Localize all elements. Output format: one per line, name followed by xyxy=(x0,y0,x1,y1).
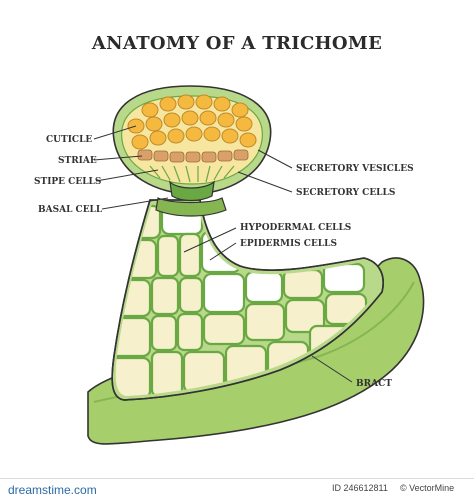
striae xyxy=(149,165,235,183)
secretory-cells xyxy=(137,149,249,163)
label-bract: BRACT xyxy=(356,379,392,389)
leader-lines xyxy=(93,125,353,383)
secretory-vesicles xyxy=(127,94,257,150)
label-secretory-cells: SECRETORY CELLS xyxy=(296,188,395,198)
diagram-title: ANATOMY OF A TRICHOME xyxy=(91,33,383,54)
footer-id: ID 246612811 xyxy=(332,483,388,493)
label-hypodermal-cells: HYPODERMAL CELLS xyxy=(240,223,351,233)
stalk-outline xyxy=(111,199,384,401)
label-cuticle: CUTICLE xyxy=(46,135,92,145)
label-basal-cell: BASAL CELL xyxy=(38,205,103,215)
footer-credit: © VectorMine xyxy=(400,483,455,493)
stipe-cells xyxy=(169,180,215,202)
footer-bar xyxy=(0,478,474,501)
label-epidermis-cells: EPIDERMIS CELLS xyxy=(240,239,337,249)
label-secretory-vesicles: SECRETORY VESICLES xyxy=(296,164,414,174)
basal-cell xyxy=(155,197,227,217)
footer-brand: dreamstime.com xyxy=(8,483,97,497)
label-stipe-cells: STIPE CELLS xyxy=(34,177,101,187)
label-striae: STRIAE xyxy=(58,156,97,166)
